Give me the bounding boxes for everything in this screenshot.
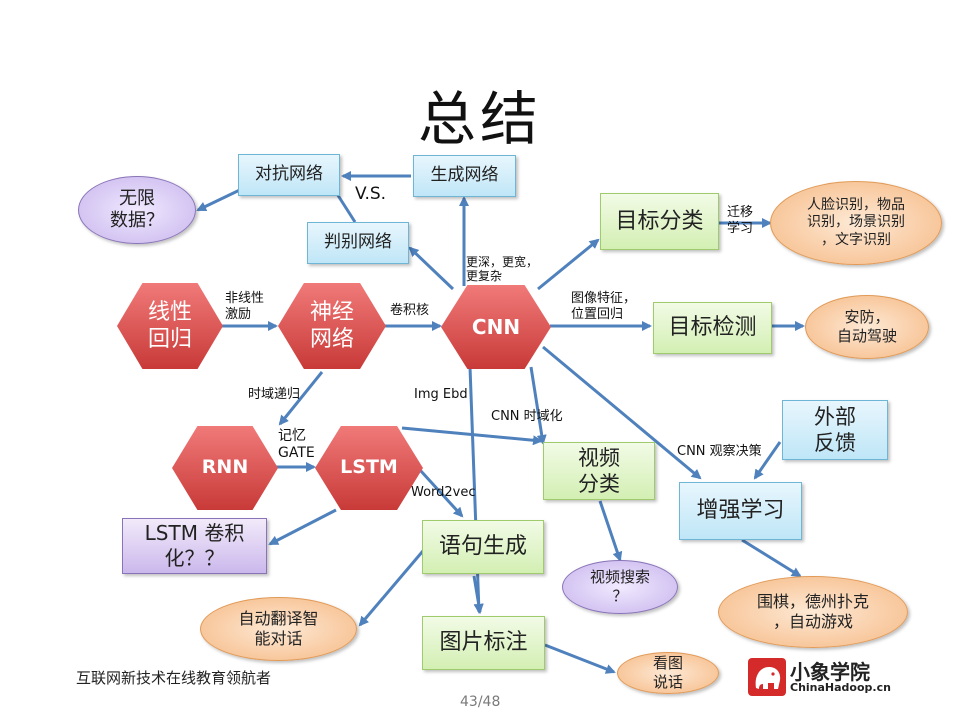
arrow-reinforcement-to-apps <box>741 538 802 578</box>
node-adversarial-net: 对抗网络 <box>238 154 340 196</box>
arrow-cnn-to-object-classification <box>537 238 600 291</box>
logo-name: 小象学院 <box>790 660 870 684</box>
node-rl-apps: 围棋，德州扑克 ，自动游戏 <box>718 576 908 648</box>
arrow-feedback-to-reinforcement <box>753 441 782 480</box>
arrow-cnn-to-discriminative <box>408 246 455 291</box>
label-conv-kernel: 卷积核 <box>390 303 430 318</box>
label-cnn-observe: CNN 观察决策 <box>677 444 762 459</box>
arrow-cnn-to-reinforcement <box>542 345 702 480</box>
node-video-search: 视频搜索 ？ <box>562 560 678 614</box>
node-lstm-conv: LSTM 卷积 化？？ <box>122 518 267 574</box>
node-discriminative-net: 判别网络 <box>307 222 409 264</box>
arrow-cnn-to-video-classification <box>529 366 547 445</box>
arrow-sentence-to-captioning <box>472 575 484 614</box>
node-linear-regression: 线性 回归 <box>117 283 223 369</box>
node-look-and-say: 看图 说话 <box>617 652 719 694</box>
node-lstm: LSTM <box>315 426 423 510</box>
node-infinite-data: 无限 数据？ <box>78 176 196 244</box>
node-image-captioning: 图片标注 <box>422 616 545 670</box>
label-time-recurrence: 时域递归 <box>248 387 301 402</box>
node-rnn: RNN <box>172 426 278 510</box>
label-transfer-learning: 迁移 学习 <box>727 205 754 236</box>
arrow-neural-to-rnn <box>278 371 324 426</box>
node-sentence-generation: 语句生成 <box>422 520 544 574</box>
label-cnn-temporal: CNN 时域化 <box>491 409 563 424</box>
label-vs: V.S. <box>355 184 387 204</box>
footer-slogan: 互联网新技术在线教育领航者 <box>76 669 272 687</box>
arrow-sentence-to-translation <box>358 544 430 627</box>
node-cnn: CNN <box>441 285 551 369</box>
node-auto-translation: 自动翻译智 能对话 <box>200 597 357 661</box>
node-video-classification: 视频 分类 <box>543 442 655 500</box>
arrow-captioning-to-look-and-say <box>544 643 616 674</box>
label-image-features: 图像特征， 位置回归 <box>571 291 637 322</box>
arrow-video-to-search <box>598 500 623 562</box>
label-memory-gate: 记忆 GATE <box>278 428 315 461</box>
arrow-lstm-to-sentence <box>418 468 464 518</box>
arrow-lstm-to-conv <box>268 508 337 546</box>
node-object-detection: 目标检测 <box>653 302 772 354</box>
page-title: 总结 <box>417 85 542 153</box>
page-number: 43/48 <box>460 694 501 710</box>
logo-url: ChinaHadoop.cn <box>790 681 891 694</box>
brand-logo: 小象学院 ChinaHadoop.cn <box>748 656 898 700</box>
node-generative-net: 生成网络 <box>413 155 516 197</box>
node-classification-apps: 人脸识别，物品 识别，场景识别 ，文字识别 <box>770 181 942 265</box>
elephant-icon <box>748 658 786 696</box>
node-reinforcement-learning: 增强学习 <box>679 482 802 540</box>
node-detection-apps: 安防， 自动驾驶 <box>805 295 929 359</box>
node-neural-network: 神经 网络 <box>278 283 386 369</box>
node-external-feedback: 外部 反馈 <box>782 400 888 460</box>
label-deeper-wider: 更深，更宽， 更复杂 <box>466 255 539 284</box>
label-word2vec: Word2vec <box>411 485 476 500</box>
label-nonlinear-activation: 非线性 激励 <box>225 291 265 322</box>
label-img-ebd: Img Ebd <box>414 387 468 402</box>
node-object-classification: 目标分类 <box>600 193 719 250</box>
